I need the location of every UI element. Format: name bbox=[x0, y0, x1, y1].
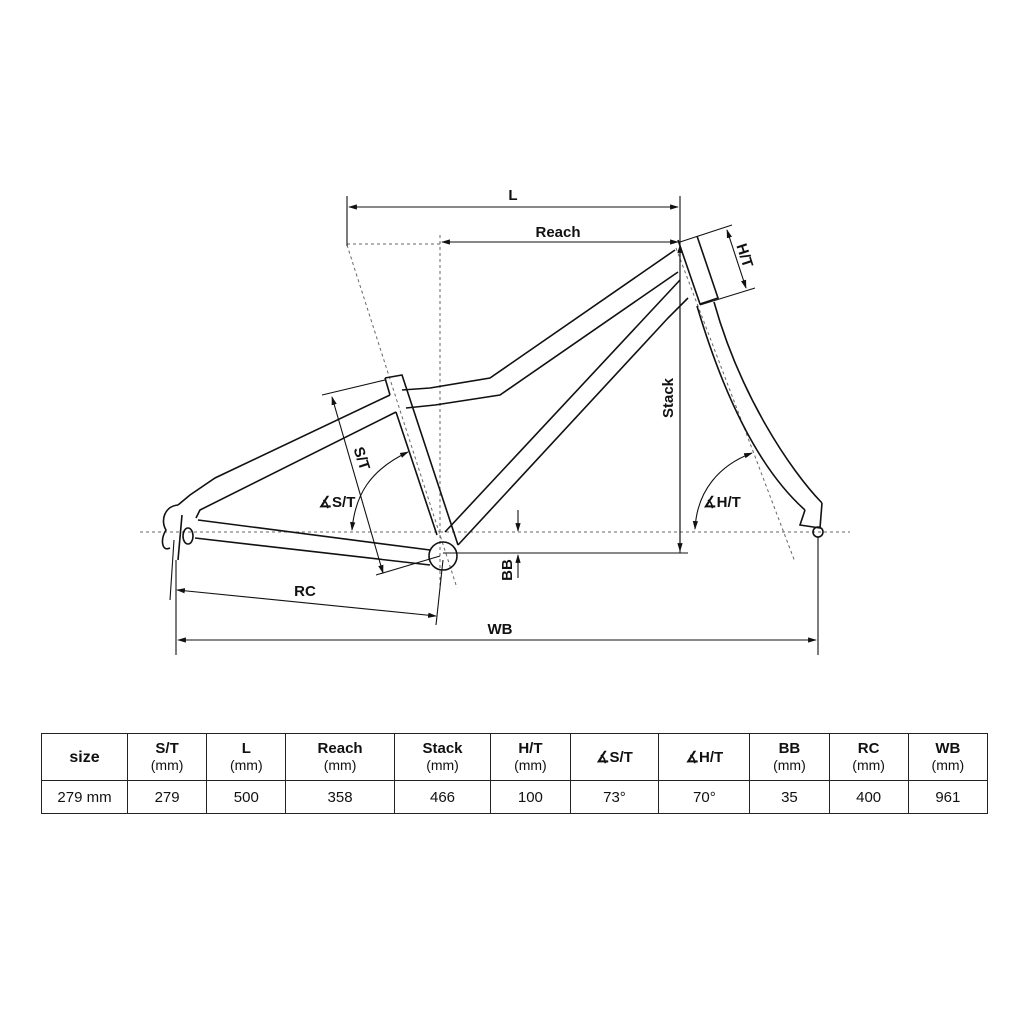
header-unit: (mm) bbox=[229, 757, 263, 773]
cell-st: 279 bbox=[126, 780, 208, 814]
header-st: S/T(mm) bbox=[126, 733, 208, 781]
header-label: WB bbox=[935, 740, 961, 757]
label-reach: Reach bbox=[535, 224, 580, 241]
cell-size: 279 mm bbox=[41, 780, 128, 814]
header-unit: (mm) bbox=[931, 757, 965, 773]
header-angle-st: ∡S/T bbox=[569, 733, 660, 781]
label-bb: BB bbox=[499, 559, 516, 581]
label-angle-st: ∡S/T bbox=[319, 494, 356, 511]
bike-frame-geometry-diagram: L Reach H/T Stack S/T ∡S/T ∡H/T BB RC WB bbox=[140, 187, 850, 655]
header-unit: (mm) bbox=[773, 757, 806, 773]
header-unit: (mm) bbox=[852, 757, 885, 773]
cell-reach: 358 bbox=[285, 780, 395, 814]
header-label: size bbox=[69, 748, 100, 766]
label-rc: RC bbox=[294, 583, 316, 600]
cell-rc: 400 bbox=[828, 780, 909, 814]
header-label: H/T bbox=[518, 740, 543, 757]
label-stack: Stack bbox=[660, 377, 677, 418]
header-label: BB bbox=[778, 740, 801, 757]
header-unit: (mm) bbox=[323, 757, 357, 773]
label-ht: H/T bbox=[732, 241, 756, 269]
header-rc: RC(mm) bbox=[828, 733, 909, 781]
geometry-table: size S/T(mm) L(mm) Reach(mm) Stack(mm) H… bbox=[41, 733, 989, 814]
cell-ht: 100 bbox=[490, 780, 571, 814]
header-label: RC bbox=[857, 740, 880, 757]
header-unit: (mm) bbox=[426, 757, 459, 773]
header-stack: Stack(mm) bbox=[393, 733, 492, 781]
label-l: L bbox=[508, 187, 517, 204]
bike-frame bbox=[161, 235, 824, 571]
cell-bb: 35 bbox=[749, 780, 830, 814]
header-angle-ht: ∡H/T bbox=[658, 733, 751, 781]
reference-lines bbox=[140, 235, 850, 590]
cell-l: 500 bbox=[206, 780, 287, 814]
table-header-row: size S/T(mm) L(mm) Reach(mm) Stack(mm) H… bbox=[41, 733, 989, 781]
label-angle-ht: ∡H/T bbox=[703, 494, 741, 511]
header-label: ∡S/T bbox=[596, 748, 633, 766]
header-unit: (mm) bbox=[514, 757, 547, 773]
header-label: ∡H/T bbox=[685, 748, 724, 766]
header-reach: Reach(mm) bbox=[285, 733, 395, 781]
header-label: L bbox=[241, 740, 251, 757]
header-wb: WB(mm) bbox=[907, 733, 989, 781]
label-st: S/T bbox=[350, 445, 373, 472]
header-label: Reach bbox=[317, 740, 363, 757]
header-label: S/T bbox=[155, 740, 179, 757]
table-row: 279 mm 279 500 358 466 100 73° 70° 35 40… bbox=[41, 780, 989, 814]
cell-angle-st: 73° bbox=[569, 780, 660, 814]
cell-wb: 961 bbox=[907, 780, 989, 814]
header-bb: BB(mm) bbox=[749, 733, 830, 781]
header-size: size bbox=[41, 733, 128, 781]
header-l: L(mm) bbox=[206, 733, 287, 781]
label-wb: WB bbox=[488, 621, 513, 638]
dimension-lines bbox=[169, 196, 819, 655]
cell-stack: 466 bbox=[393, 780, 492, 814]
header-label: Stack bbox=[422, 740, 463, 757]
cell-angle-ht: 70° bbox=[658, 780, 751, 814]
header-unit: (mm) bbox=[150, 757, 184, 773]
header-ht: H/T(mm) bbox=[490, 733, 571, 781]
